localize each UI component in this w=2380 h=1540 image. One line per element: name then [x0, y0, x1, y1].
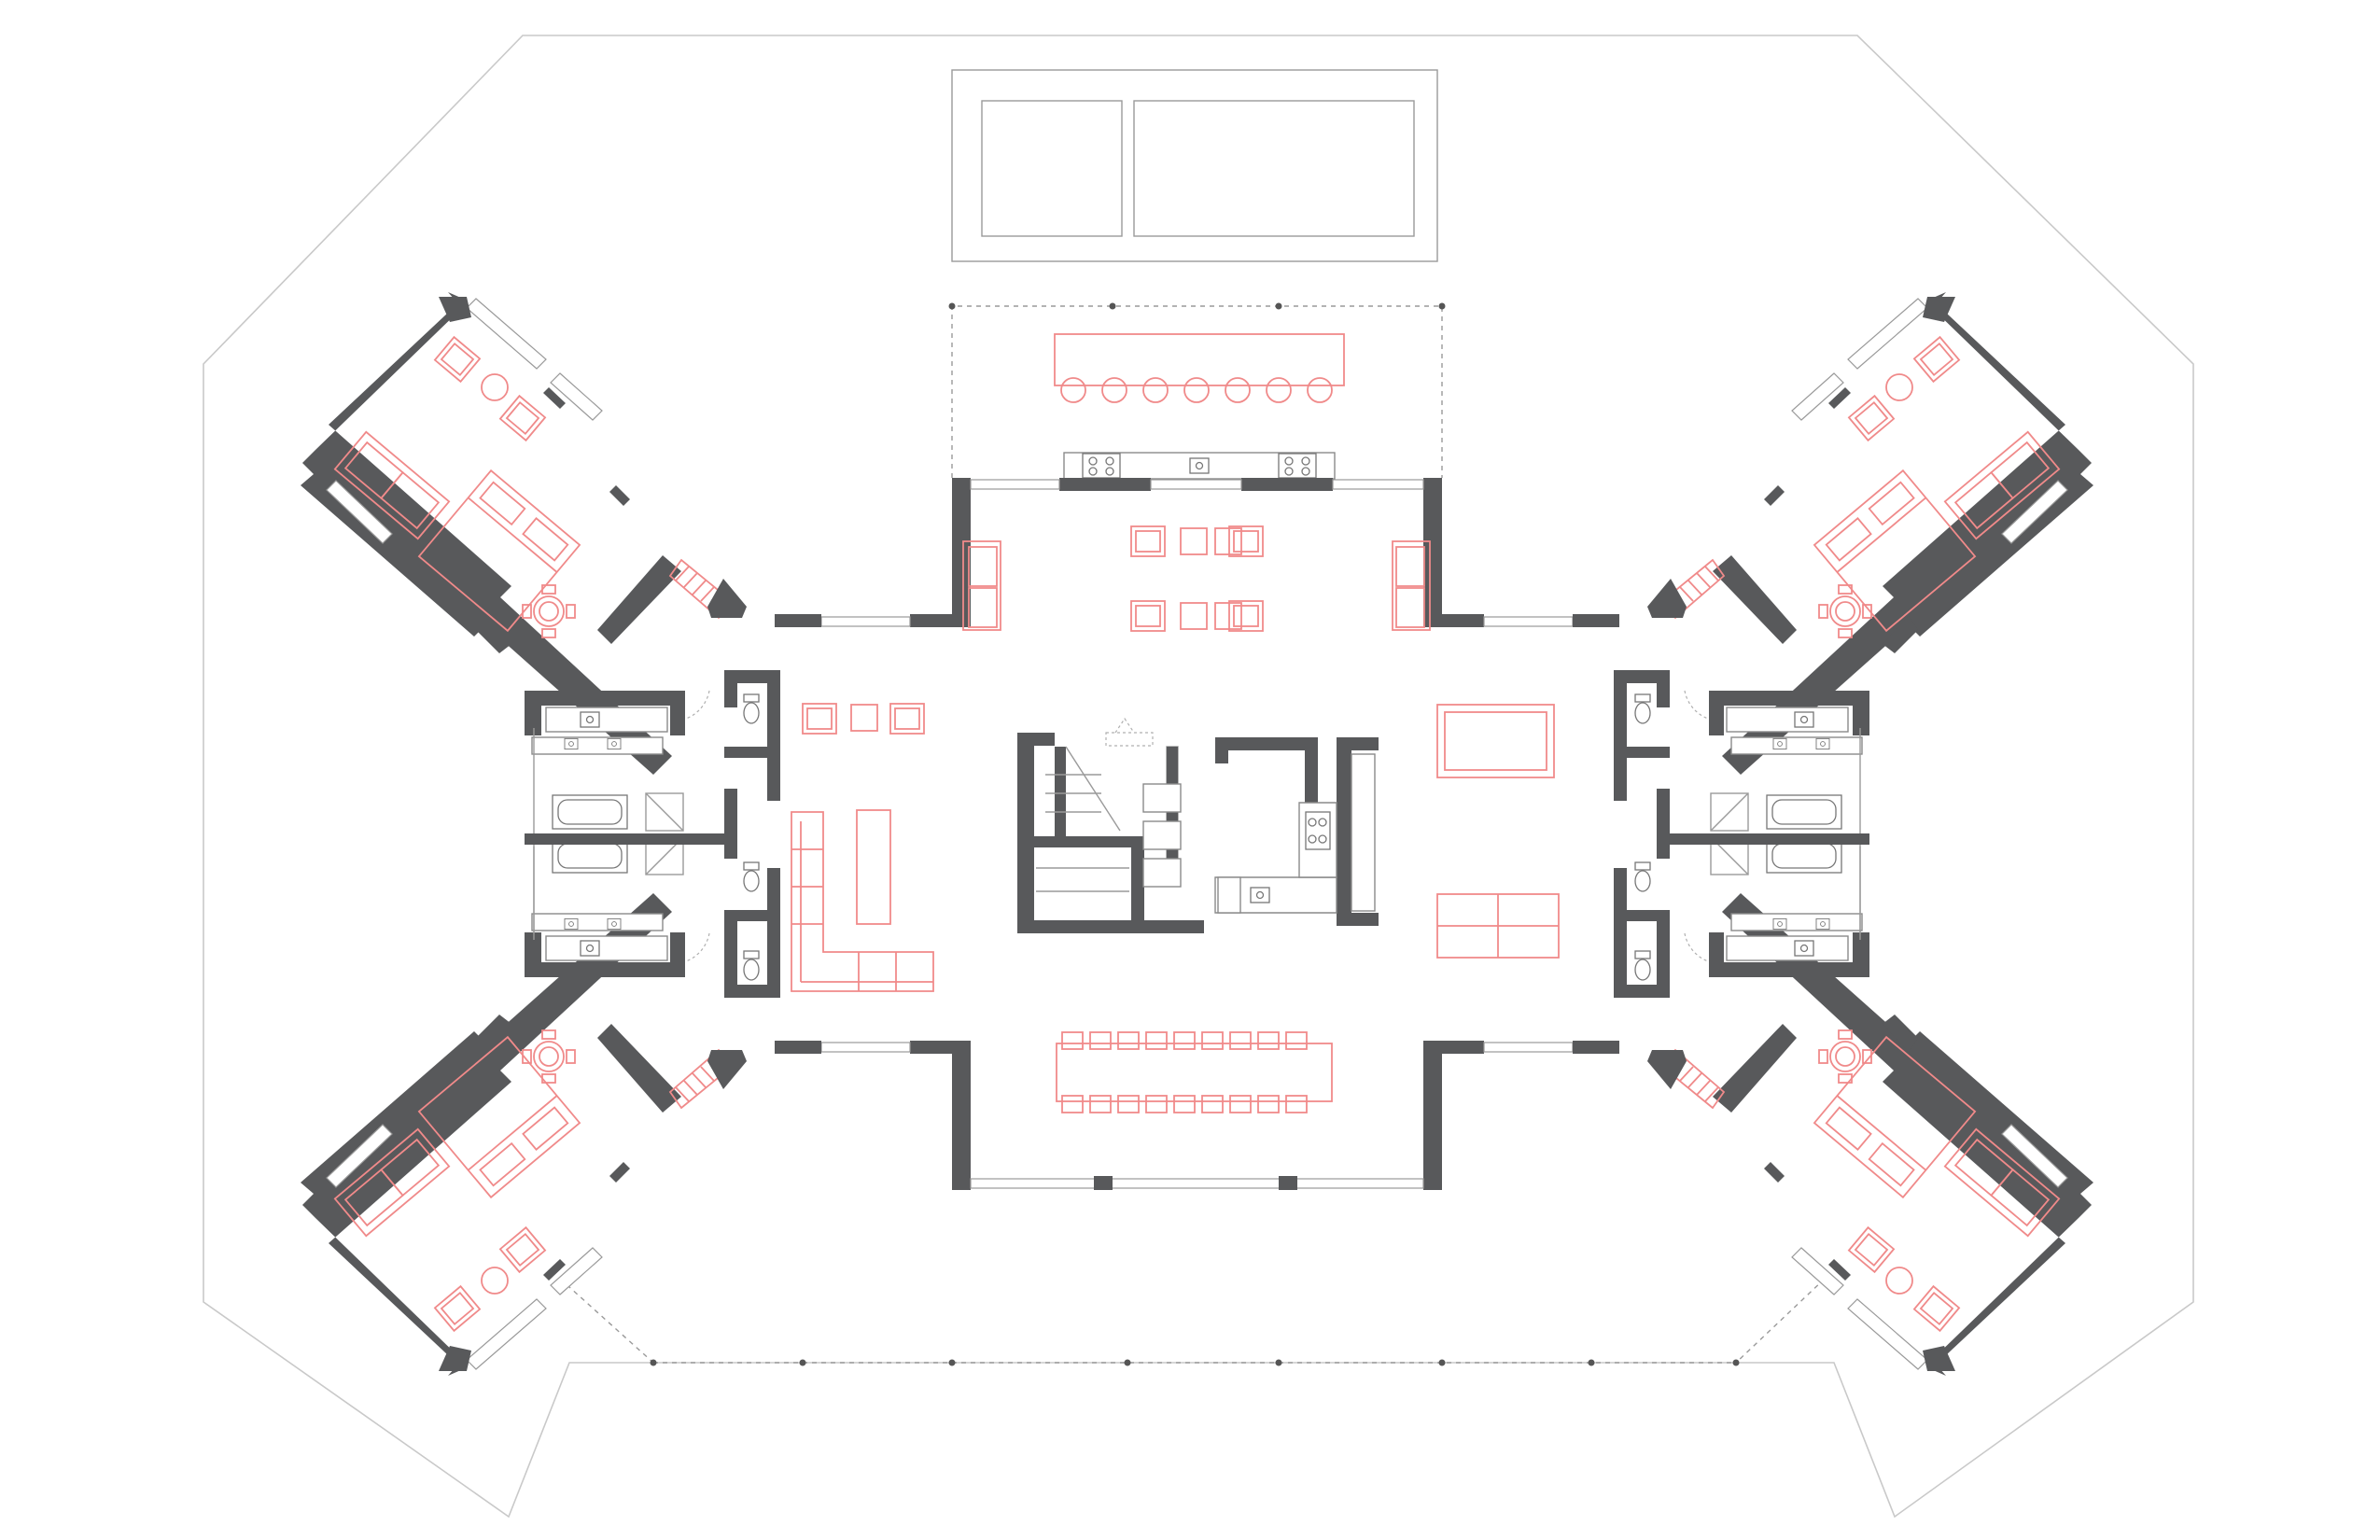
stove-icon	[1305, 811, 1331, 850]
sofa-icon	[791, 811, 934, 992]
living-furniture	[791, 525, 1560, 1113]
south-terrace	[559, 1278, 1826, 1366]
sink-icon	[1189, 457, 1210, 474]
central-hall-walls	[775, 478, 1619, 1190]
terrace-posts	[948, 302, 1446, 310]
west-service-core	[685, 670, 780, 998]
north-terrace	[948, 302, 1446, 480]
sofa-icon	[962, 540, 1431, 631]
site-boundary	[203, 35, 2194, 1519]
dining-table-icon	[1056, 1031, 1333, 1113]
terrace-posts	[650, 1359, 1740, 1366]
stair-icon	[1036, 717, 1135, 892]
bath-corridor-lines	[525, 821, 1869, 933]
core-kitchen	[1214, 737, 1379, 926]
toilet-icon	[743, 693, 760, 981]
core-stair	[1017, 717, 1204, 933]
bar-stools	[1060, 377, 1333, 403]
east-service-core	[1614, 670, 1709, 998]
pool	[951, 69, 1438, 262]
armchair-icon	[802, 525, 1264, 735]
